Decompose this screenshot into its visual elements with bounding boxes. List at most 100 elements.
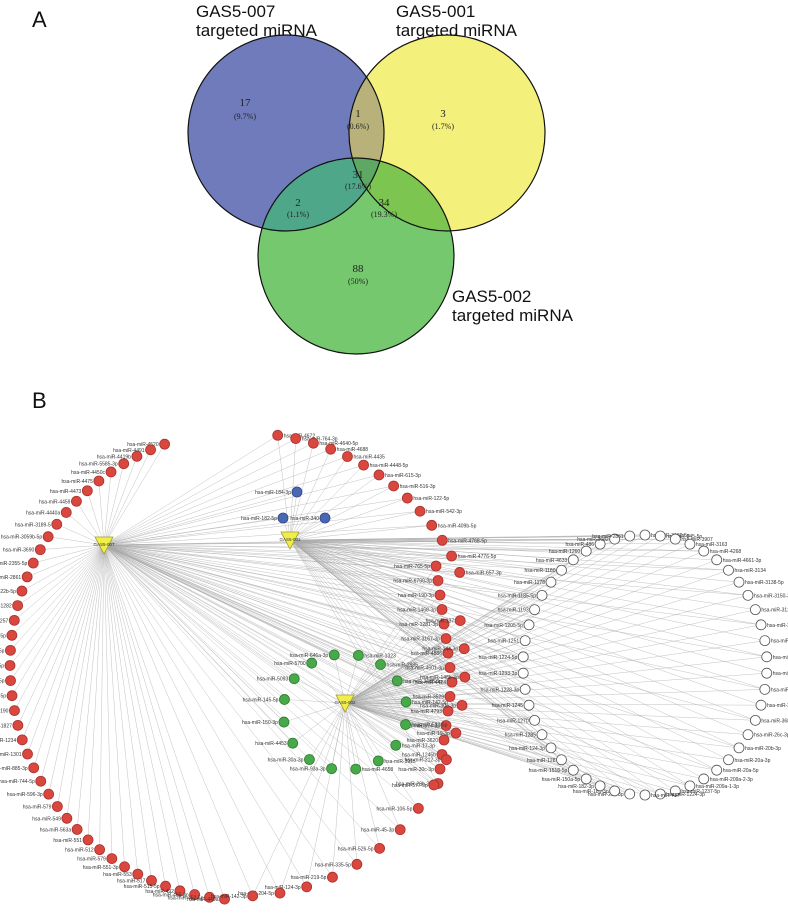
mirna-node-red[interactable]: hsa-miR-579 [23, 801, 63, 812]
mirna-node-red[interactable]: hsa-miR-4501-3p [405, 662, 456, 673]
mirna-node-open[interactable]: hsa-miR-1193 [498, 604, 541, 616]
mirna-node-open[interactable]: hsa-miR-1185-5p [498, 589, 548, 601]
mirna-node-red[interactable]: hsa-miR-4435 [342, 451, 385, 462]
mirna-node-red[interactable]: hsa-miR-4491 [113, 444, 156, 456]
mirna-node-red[interactable]: hsa-miR-657-3p [454, 567, 502, 578]
mirna-node-red[interactable]: hsa-miR-335-5p [315, 858, 363, 870]
mirna-node-red[interactable]: hsa-miR-219-5p [291, 871, 338, 883]
mirna-node-red[interactable]: hsa-miR-4520 [127, 438, 171, 450]
mirna-node-green[interactable]: hsa-miR-532-5p [400, 719, 448, 730]
mirna-node-green[interactable]: hsa-miR-3915 [372, 755, 416, 767]
mirna-node-green[interactable]: hsa-miR-4453 [255, 737, 299, 749]
mirna-node-red[interactable]: hsa-miR-4776-5p [446, 550, 497, 562]
mirna-node-red[interactable]: hsa-miR-6799-3p [393, 575, 444, 586]
mirna-node-red[interactable]: hsa-miR-4448-5p [358, 459, 409, 471]
mirna-node-red[interactable]: hsa-miR-190-3p [398, 589, 446, 601]
mirna-node-red[interactable]: hsa-miR-615-3p [373, 469, 421, 481]
mirna-node-open[interactable]: hsa-miR-1245 [492, 699, 535, 711]
mirna-node-red[interactable]: hsa-miR-449a [187, 893, 230, 905]
mirna-node-red[interactable]: hsa-miR-574-3p [404, 720, 452, 731]
mirna-node-red[interactable]: hsa-miR-30c-3p [398, 763, 446, 775]
mirna-node-green[interactable]: hsa-miR-4658 [350, 763, 394, 775]
mirna-node-red[interactable]: hsa-miR-579 [77, 853, 118, 865]
mirna-node-red[interactable]: hsa-miR-553 [103, 868, 144, 880]
mirna-node-open[interactable]: hsa-miR-1237-5p [669, 785, 720, 797]
mirna-node-red[interactable]: hsa-miR-142-3p [211, 890, 259, 902]
mirna-node-blue[interactable]: hsa-miR-184-3p [255, 486, 303, 498]
mirna-node-red[interactable]: hsa-miR-4459 [39, 495, 82, 507]
mirna-node-red[interactable]: hsa-miR-1282 [0, 600, 24, 611]
mirna-node-open[interactable]: hsa-miR-1178 [514, 576, 557, 588]
mirna-node-open[interactable]: hsa-miR-4268 [698, 545, 742, 557]
mirna-node-open[interactable]: hsa-miR-3684-3p [749, 714, 788, 726]
mirna-node-red[interactable]: hsa-miR-3189-5 [15, 518, 63, 530]
mirna-node-red[interactable]: hsa-miR-2355-5p [0, 557, 39, 569]
mirna-node-red[interactable]: hsa-miR-885-3p [0, 762, 40, 774]
mirna-node-red[interactable]: hsa-miR-515-5p [124, 880, 171, 892]
mirna-node-open[interactable]: hsa-miR-209a-1-3p [684, 780, 739, 792]
mirna-node-open[interactable]: hsa-miR-182-3p [558, 780, 606, 792]
mirna-node-red[interactable]: hsa-miR-577-5p [392, 779, 440, 791]
mirna-node-open[interactable]: hsa-miR-3120-3p [759, 635, 788, 647]
mirna-node-blue[interactable]: hsa-miR-182-5p [241, 512, 289, 524]
mirna-node-open[interactable]: hsa-miR-3682 [577, 533, 621, 545]
mirna-node-open[interactable]: hsa-miR-1518-5p [529, 764, 579, 776]
mirna-node-red[interactable]: hsa-miR-4475 [61, 475, 105, 487]
mirna-node-green[interactable]: hsa-miR-93a-3p [290, 763, 337, 775]
mirna-node-red[interactable]: hsa-miR-452-5p [168, 891, 215, 903]
mirna-node-open[interactable]: hsa-miR-3907 [669, 533, 713, 545]
mirna-node-red[interactable]: hsa-miR-30e-3p [420, 699, 468, 711]
mirna-node-green[interactable]: hsa-miR-5093 [257, 673, 300, 685]
mirna-node-open[interactable]: hsa-miR-301-5p [761, 651, 788, 663]
mirna-node-green[interactable]: hsa-miR-1323 [353, 649, 396, 661]
mirna-node-green[interactable]: hsa-miR-145-5p [243, 694, 290, 705]
mirna-node-green[interactable]: hsa-miR-17-3p [390, 739, 435, 751]
hub-node-gas5-007[interactable]: GAS5-007 [93, 536, 115, 555]
mirna-node-red[interactable]: hsa-miR-765-5p [394, 560, 442, 572]
mirna-node-open[interactable]: hsa-miR-1205-5p [484, 619, 535, 631]
mirna-node-open[interactable]: hsa-miR-3121-3p [749, 604, 788, 616]
mirna-node-open[interactable]: hsa-miR-1233-3p [479, 667, 529, 679]
mirna-node-open[interactable]: hsa-miR-3138-5p [733, 576, 784, 588]
mirna-node-green[interactable]: hsa-miR-3688-3p [391, 675, 442, 687]
mirna-node-open[interactable]: hsa-miR-1270 [497, 714, 541, 726]
mirna-node-red[interactable]: hsa-miR-516-3p [388, 480, 436, 492]
mirna-node-red[interactable]: hsa-miR-45-3p [361, 824, 406, 836]
mirna-node-green[interactable]: hsa-miR-646a-3p [290, 649, 340, 661]
mirna-node-red[interactable]: hsa-miR-212-3p [405, 754, 452, 766]
mirna-node-open[interactable]: hsa-miR-181-3p [573, 785, 621, 797]
mirna-node-red[interactable]: hsa-miR-512 [65, 844, 106, 856]
mirna-node-red[interactable]: hsa-miR-409b-5p [426, 519, 477, 531]
mirna-node-open[interactable]: hsa-miR-26c-3p [742, 729, 788, 741]
mirna-node-blue[interactable]: hsa-miR-340 [290, 512, 331, 524]
mirna-node-open[interactable]: hsa-miR-1224-3p [654, 788, 705, 800]
mirna-node-red[interactable]: hsa-miR-4257 [0, 614, 20, 626]
mirna-node-red[interactable]: hsa-miR-19-3p [417, 727, 462, 739]
mirna-node-green[interactable]: hsa-miR-2985 [375, 659, 419, 670]
mirna-node-red[interactable]: hsa-miR-551 [53, 834, 94, 846]
mirna-node-red[interactable]: hsa-miR-5585-3p [79, 458, 130, 470]
mirna-node-red[interactable]: hsa-miR-106-5p [377, 802, 424, 814]
mirna-node-red[interactable]: hsa-miR-1468-3p [397, 604, 448, 615]
mirna-node-green[interactable]: hsa-miR-30a-3p [268, 754, 315, 765]
mirna-node-red[interactable]: hsa-miR-1207-5p [0, 644, 16, 656]
mirna-node-red[interactable]: hsa-miR-526-5p [338, 842, 385, 854]
mirna-node-red[interactable]: hsa-miR-664-5p [0, 675, 16, 687]
mirna-node-open[interactable]: hsa-miR-306-3p [761, 667, 788, 679]
mirna-node-red[interactable]: hsa-miR-4419b [97, 450, 143, 462]
mirna-node-red[interactable]: hsa-miR-4440a [26, 507, 72, 518]
mirna-node-open[interactable]: hsa-miR-20a-5p [711, 764, 759, 776]
mirna-node-red[interactable]: hsa-miR-137 [426, 615, 466, 626]
mirna-node-open[interactable]: hsa-miR-717 [639, 789, 680, 801]
mirna-node-red[interactable]: hsa-miR-549 [32, 812, 73, 824]
mirna-node-open[interactable]: hsa-miR-345-5p [654, 530, 702, 542]
mirna-node-open[interactable]: hsa-miR-4633 [536, 554, 579, 566]
mirna-node-open[interactable]: hsa-miR-128 [527, 754, 567, 766]
hub-node-gas5-002[interactable]: GAS5-002 [334, 694, 356, 713]
mirna-node-red[interactable]: hsa-miR-4768-5p [436, 534, 487, 546]
mirna-node-open[interactable]: hsa-miR-3163 [684, 538, 728, 550]
mirna-node-open[interactable]: hsa-miR-1260 [549, 545, 592, 557]
mirna-node-red[interactable]: hsa-miR-485-3p [153, 889, 201, 900]
mirna-node-open[interactable]: hsa-miR-1228-3p [481, 683, 531, 695]
mirna-node-red[interactable]: hsa-miR-1234 [0, 734, 28, 746]
